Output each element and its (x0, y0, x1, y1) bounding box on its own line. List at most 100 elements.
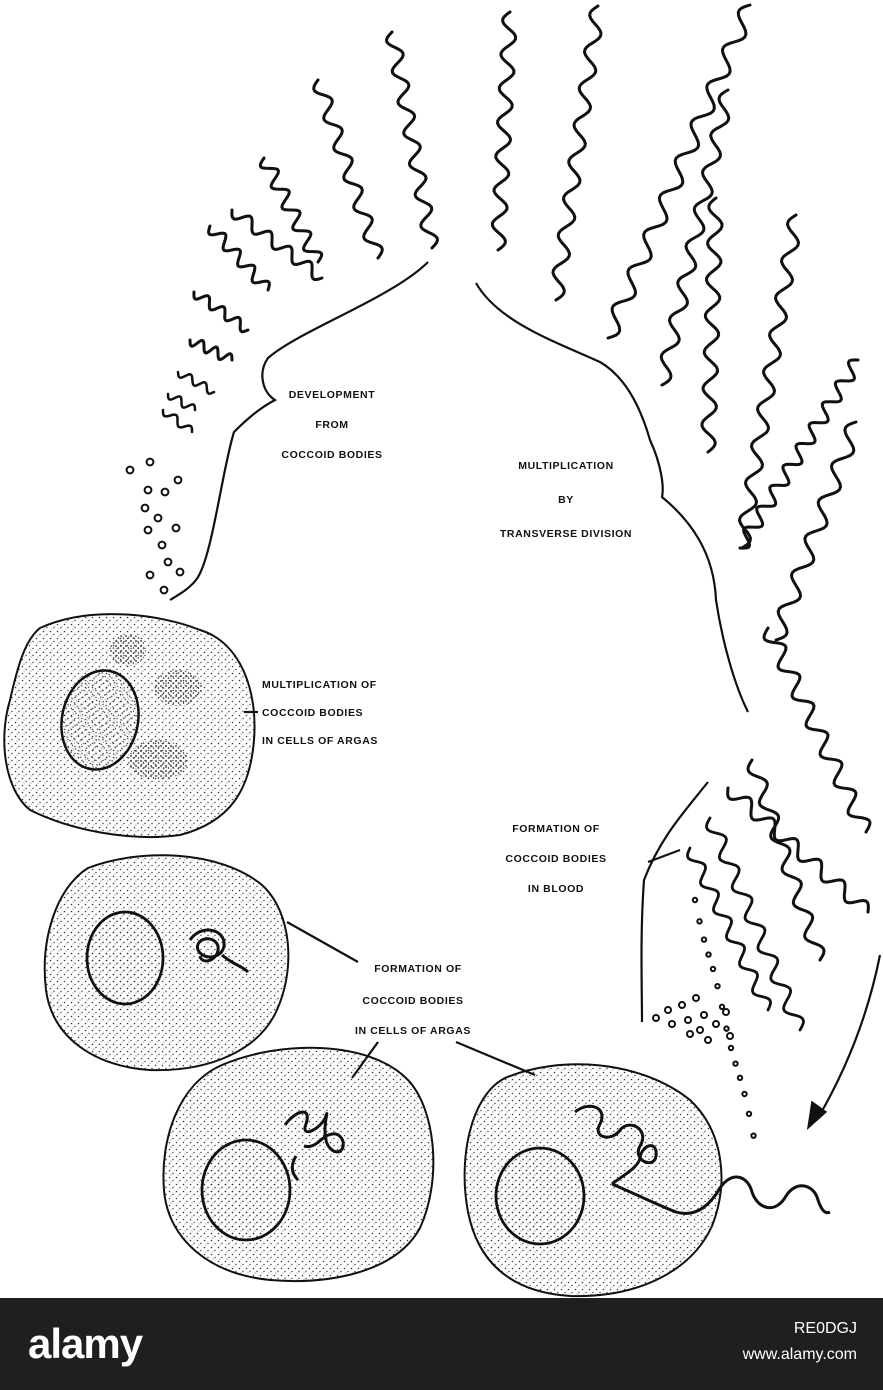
label-multiplication-division: MULTIPLICATION BY TRANSVERSE DIVISION (500, 460, 632, 540)
cell-multiplication (3, 613, 256, 838)
spirochete-group (161, 3, 872, 1032)
coccoid-body (153, 513, 163, 523)
coccoid-body (700, 936, 708, 943)
emerging-spirochete (611, 1175, 831, 1215)
coccoid-body (692, 994, 700, 1002)
label-formation-argas-line-3: IN CELLS OF ARGAS (355, 1025, 471, 1037)
label-development: DEVELOPMENT FROM COCCOID BODIES (281, 389, 382, 461)
coccoid-body (714, 982, 721, 990)
coccoid-body (686, 1030, 694, 1038)
spirochete (192, 290, 250, 334)
coccoid-body (160, 487, 170, 497)
label-development-line-3: COCCOID BODIES (281, 449, 382, 461)
connector-lines (169, 261, 882, 1119)
spirochete (230, 208, 324, 282)
cell-formation-3 (463, 1063, 831, 1298)
cell-formation-2 (162, 1046, 435, 1283)
spirochete (738, 358, 860, 550)
coccoid-body (704, 1036, 712, 1044)
spirochete (700, 196, 724, 454)
cell-nucleus (494, 1146, 586, 1246)
spirochete (258, 156, 324, 264)
coccoid-body (727, 1044, 735, 1052)
label-formation-blood-line-2: COCCOID BODIES (505, 853, 606, 865)
diagram-canvas: DEVELOPMENT FROM COCCOID BODIES MULTIPLI… (3, 3, 882, 1298)
arrowhead-icon (806, 1100, 828, 1130)
spirochete (161, 408, 194, 434)
coccoid-body (163, 557, 173, 567)
label-formation-blood-line-3: IN BLOOD (528, 883, 584, 895)
blood-bracket-line (640, 781, 709, 1023)
coccoid-body (722, 1008, 730, 1016)
coccoid-granules-group (125, 457, 757, 1139)
coccoid-body (145, 457, 155, 467)
coccoid-body (684, 1016, 692, 1024)
cell-nucleus (60, 669, 140, 771)
label-development-line-2: FROM (315, 419, 348, 431)
spirochete (166, 392, 197, 412)
coccoid-body (175, 567, 185, 577)
coccoid-body (741, 1090, 748, 1098)
coccoid-body (745, 1110, 753, 1118)
label-multiplication-coccoid-line-1: MULTIPLICATION OF (262, 679, 377, 691)
label-formation-blood: FORMATION OF COCCOID BODIES IN BLOOD (505, 823, 606, 895)
label-multiplication-division-line-3: TRANSVERSE DIVISION (500, 528, 632, 540)
coccoid-cluster (154, 670, 202, 706)
cell-outline (43, 854, 290, 1072)
coccoid-body (668, 1020, 676, 1028)
cell-nucleus (85, 910, 165, 1006)
spirochete (384, 30, 440, 250)
spirochete (176, 370, 216, 395)
spirochete (551, 4, 603, 302)
spirochete (774, 420, 858, 642)
label-formation-argas: FORMATION OF COCCOID BODIES IN CELLS OF … (355, 963, 471, 1037)
spirochete (207, 224, 271, 292)
spirochete (737, 213, 801, 550)
coccoid-body (678, 1001, 686, 1009)
spirochete (188, 338, 234, 362)
watermark-footer: alamy RE0DGJ www.alamy.com (0, 1298, 883, 1390)
coccoid-body (171, 523, 181, 533)
coccoid-body (143, 525, 153, 535)
coiled-spirochete-icon (188, 928, 250, 974)
coccoid-body (750, 1132, 757, 1139)
coccoid-body (664, 1006, 672, 1014)
coccoid-cluster (110, 634, 146, 666)
life-cycle-diagram: DEVELOPMENT FROM COCCOID BODIES MULTIPLI… (3, 3, 882, 1298)
coccoid-body (696, 918, 703, 925)
label-multiplication-division-line-1: MULTIPLICATION (518, 460, 614, 472)
coccoid-body (159, 585, 169, 595)
argas-formation-pointer-3 (455, 1040, 536, 1077)
spirochete (762, 626, 872, 834)
coccoid-body (736, 1074, 744, 1082)
spirochete (312, 78, 384, 260)
right-bracket-line (475, 282, 749, 713)
coccoid-body (705, 951, 712, 958)
coccoid-body (712, 1020, 720, 1028)
spirochete (746, 758, 826, 962)
label-multiplication-coccoid-line-2: COCCOID BODIES (262, 707, 363, 719)
coccoid-body (696, 1026, 704, 1034)
label-multiplication-coccoid-line-3: IN CELLS OF ARGAS (262, 735, 378, 747)
coiled-spirochete-icon (283, 1110, 345, 1182)
spirochete (686, 846, 772, 1012)
coiled-spirochete-icon (574, 1104, 658, 1186)
cell-outline (162, 1046, 435, 1283)
label-formation-argas-line-1: FORMATION OF (374, 963, 462, 975)
coccoid-body (723, 1025, 730, 1032)
watermark-url: www.alamy.com (742, 1346, 857, 1363)
spirochete (606, 3, 752, 340)
coccoid-body (157, 540, 167, 550)
label-formation-argas-line-2: COCCOID BODIES (362, 995, 463, 1007)
spirochete (659, 88, 731, 387)
coccoid-body (726, 1032, 734, 1040)
image-id: RE0DGJ (793, 1320, 857, 1337)
label-multiplication-coccoid: MULTIPLICATION OF COCCOID BODIES IN CELL… (262, 679, 378, 747)
coccoid-body (173, 475, 183, 485)
coccoid-body (718, 1003, 726, 1011)
cell-formation-1 (43, 854, 290, 1072)
watermark-info: RE0DGJ www.alamy.com (743, 1320, 857, 1364)
label-multiplication-division-line-2: BY (558, 494, 574, 506)
left-bracket-line (169, 261, 429, 601)
